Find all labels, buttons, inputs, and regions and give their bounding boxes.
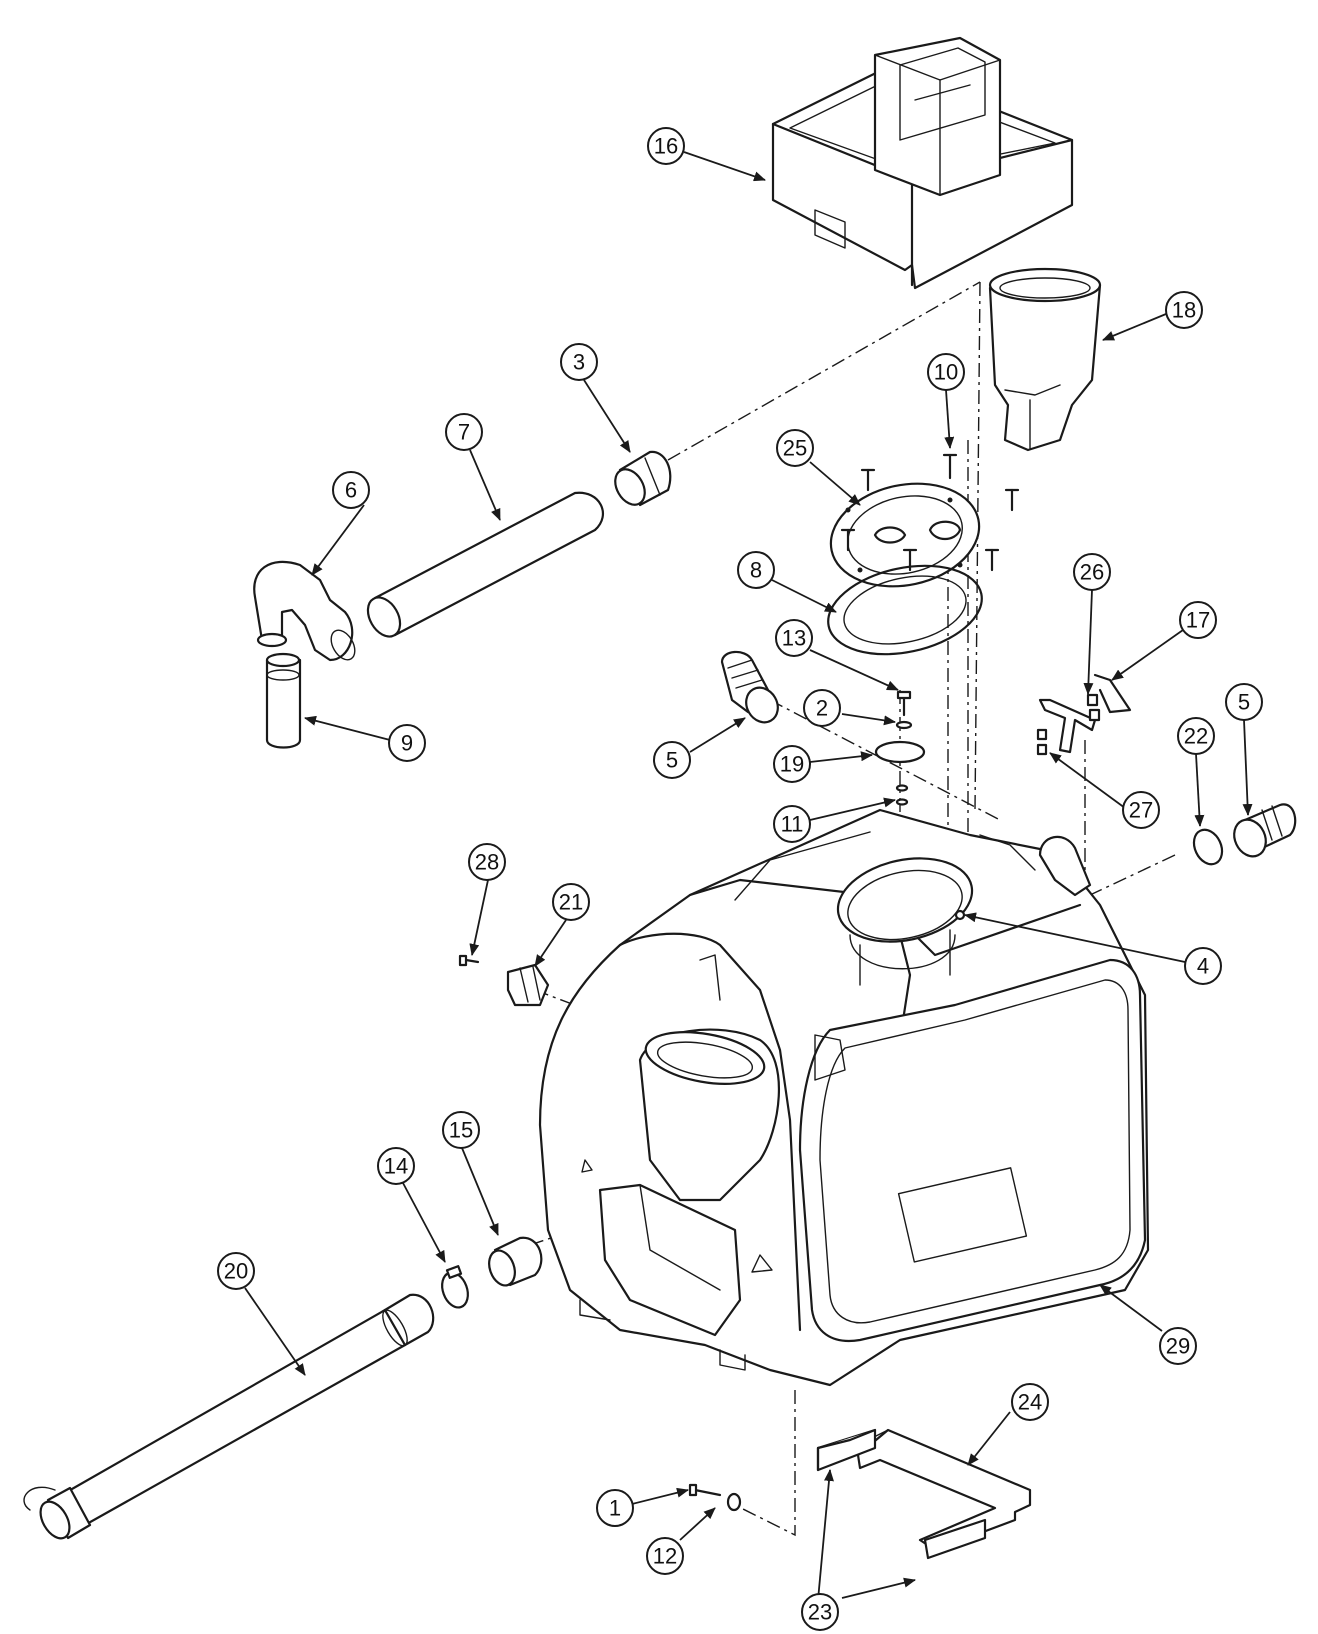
svg-text:29: 29	[1166, 1334, 1190, 1359]
svg-text:19: 19	[780, 752, 804, 777]
callout-27: 27	[1122, 791, 1160, 829]
svg-text:7: 7	[458, 420, 470, 445]
callout-29: 29	[1159, 1327, 1197, 1365]
svg-text:5: 5	[1238, 690, 1250, 715]
callout-23: 23	[801, 1593, 839, 1631]
callout-5-right: 5	[1225, 683, 1263, 721]
svg-text:2: 2	[816, 696, 828, 721]
svg-text:4: 4	[1197, 954, 1209, 979]
callout-12: 12	[646, 1537, 684, 1575]
svg-text:21: 21	[559, 890, 583, 915]
svg-text:1: 1	[609, 1496, 621, 1521]
caddy-tray-part	[771, 36, 1074, 290]
drain-hose-part	[23, 1293, 435, 1540]
hose-tube-part	[366, 491, 605, 638]
svg-text:17: 17	[1186, 608, 1210, 633]
svg-text:6: 6	[345, 478, 357, 503]
callout-25: 25	[776, 429, 814, 467]
fitting-right-part	[1192, 803, 1297, 866]
svg-text:12: 12	[653, 1544, 677, 1569]
svg-text:24: 24	[1018, 1390, 1042, 1415]
callout-28: 28	[468, 843, 506, 881]
svg-text:5: 5	[666, 748, 678, 773]
callouts: 16 18 3 10 7 25 6 8 26 17 13 2 9 5 19 22…	[217, 127, 1263, 1631]
svg-text:14: 14	[384, 1154, 408, 1179]
svg-text:23: 23	[808, 1600, 832, 1625]
coupler-part	[614, 450, 672, 507]
screw-washer-part	[688, 1483, 742, 1512]
callout-6: 6	[332, 471, 370, 509]
cover-plate-part	[829, 453, 1020, 588]
callout-10: 10	[927, 353, 965, 391]
svg-text:22: 22	[1184, 724, 1208, 749]
callout-11: 11	[773, 805, 811, 843]
svg-text:11: 11	[781, 812, 804, 837]
callout-5-left: 5	[653, 741, 691, 779]
svg-text:18: 18	[1172, 298, 1196, 323]
fitting-left-part	[720, 650, 779, 724]
callout-13: 13	[775, 619, 813, 657]
clip-hardware-part	[458, 954, 550, 1007]
callout-2: 2	[803, 689, 841, 727]
leader-lines	[244, 151, 1253, 1601]
hose-clamp-part	[441, 1265, 469, 1309]
bracket-part	[1036, 673, 1132, 756]
svg-text:26: 26	[1080, 560, 1104, 585]
svg-text:28: 28	[475, 850, 499, 875]
callout-20: 20	[217, 1252, 255, 1290]
callout-8: 8	[737, 551, 775, 589]
svg-text:9: 9	[401, 731, 413, 756]
svg-text:20: 20	[224, 1259, 248, 1284]
callout-19: 19	[773, 745, 811, 783]
svg-text:16: 16	[654, 134, 678, 159]
base-frame-part	[816, 1428, 1032, 1560]
callout-24: 24	[1011, 1383, 1049, 1421]
svg-text:3: 3	[573, 350, 585, 375]
callout-3: 3	[560, 343, 598, 381]
callout-15: 15	[442, 1111, 480, 1149]
filter-cylinder-part	[265, 652, 302, 749]
callout-18: 18	[1165, 291, 1203, 329]
callout-7: 7	[445, 413, 483, 451]
callout-4: 4	[1184, 947, 1222, 985]
svg-text:25: 25	[783, 436, 807, 461]
svg-text:13: 13	[782, 626, 806, 651]
callout-21: 21	[552, 883, 590, 921]
callout-17: 17	[1179, 601, 1217, 639]
callout-22: 22	[1177, 717, 1215, 755]
funnel-duct-part	[988, 267, 1102, 452]
callout-1: 1	[596, 1489, 634, 1527]
main-body-part	[538, 808, 1150, 1387]
callout-16: 16	[647, 127, 685, 165]
small-hardware-parts	[874, 690, 926, 806]
elbow-part	[253, 560, 356, 662]
svg-text:10: 10	[934, 360, 958, 385]
connector-part	[488, 1236, 543, 1287]
svg-text:8: 8	[750, 558, 762, 583]
callout-9: 9	[388, 724, 426, 762]
callout-14: 14	[377, 1147, 415, 1185]
gasket-part	[827, 564, 983, 656]
callout-26: 26	[1073, 553, 1111, 591]
svg-text:27: 27	[1129, 798, 1153, 823]
svg-text:15: 15	[449, 1118, 473, 1143]
